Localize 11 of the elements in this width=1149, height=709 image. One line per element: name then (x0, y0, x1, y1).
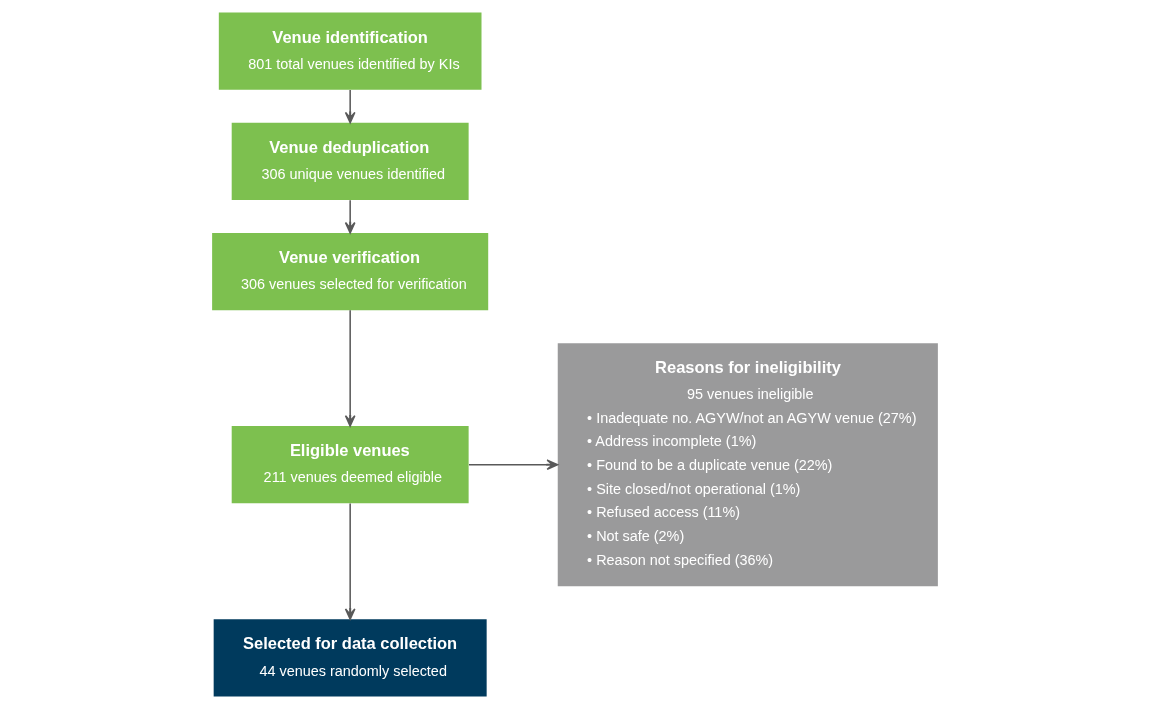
node-box: Venue identification 801 total venues identified by KIs (218, 12, 481, 90)
node-box: Eligible venues 211 venues deemed eligible (231, 426, 469, 504)
arrow (344, 89, 356, 124)
arrow (344, 309, 356, 427)
arrow (344, 199, 356, 234)
node-box: Reasons for ineligibility 95 venues ineligible • Inadequate no. AGYW/not an AGYW venue (27%) • Address incomplete (1%) • Found to be a duplicate venue (22%) • Site closed/not operational (1%) • Refused access (11%) • Not safe (2%) • Reason not specified (36%) (557, 343, 938, 587)
node-box: Selected for data collection 44 venues randomly selected (213, 619, 487, 697)
arrow (467, 459, 558, 471)
node-box: Venue verification 306 venues selected for verification (211, 232, 488, 311)
arrow (344, 502, 356, 620)
node-box: Venue deduplication 306 unique venues identified (231, 122, 469, 200)
